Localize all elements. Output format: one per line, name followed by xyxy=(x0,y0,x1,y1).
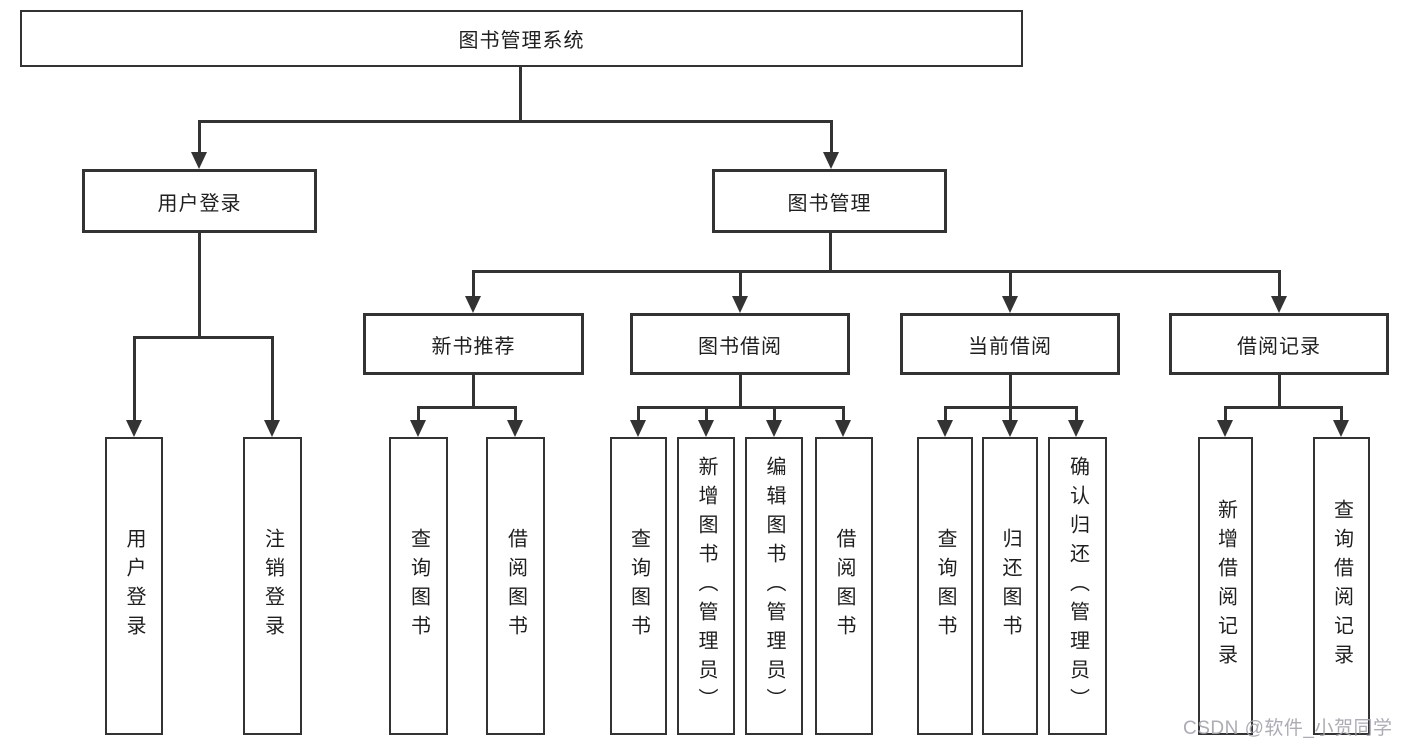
arrow-to-br-add-icon xyxy=(1217,420,1233,437)
leaf-logout-label: 注销登录 xyxy=(261,528,284,644)
leaf-bb-query-books-label: 查询图书 xyxy=(627,528,650,644)
node-current-borrow-label: 当前借阅 xyxy=(968,335,1052,358)
leaf-cb-return-books-label: 归还图书 xyxy=(999,528,1021,644)
leaf-user-login: 用户登录 xyxy=(105,437,163,735)
node-book-management-label: 图书管理 xyxy=(787,192,872,215)
connector-borrow-records-rail xyxy=(1224,406,1342,409)
connector-level2-rail xyxy=(198,120,832,123)
arrow-to-current-borrow-icon xyxy=(1002,296,1018,313)
connector-cb-leaf2-drop xyxy=(1009,406,1012,421)
leaf-user-login-label: 用户登录 xyxy=(123,528,145,644)
leaf-bb-add-books-admin-label: 新增图书（管理员） xyxy=(695,455,717,717)
connector-bb-leaf2-drop xyxy=(705,406,708,421)
arrow-to-nb-query-icon xyxy=(410,420,426,437)
leaf-bb-edit-books-admin-label: 编辑图书（管理员） xyxy=(763,455,785,717)
connector-book-mgmt-drop xyxy=(830,120,833,154)
connector-book-borrow-drop xyxy=(739,270,742,297)
arrow-to-bb-borrow-icon xyxy=(835,420,851,437)
arrow-to-new-books-icon xyxy=(465,296,481,313)
arrow-to-bb-add-icon xyxy=(698,420,714,437)
connector-bb-leaf4-drop xyxy=(842,406,845,421)
arrow-to-bb-edit-icon xyxy=(766,420,782,437)
connector-user-login-stem xyxy=(198,233,201,336)
csdn-watermark: CSDN @软件_小贺同学 xyxy=(1183,718,1393,739)
connector-level3-rail xyxy=(472,270,1281,273)
leaf-cb-query-books-label: 查询图书 xyxy=(934,528,956,644)
node-user-login-label: 用户登录 xyxy=(157,192,242,215)
node-new-books: 新书推荐 xyxy=(363,313,584,375)
connector-br-leaf1-drop xyxy=(1224,406,1227,421)
leaf-logout: 注销登录 xyxy=(243,437,302,735)
leaf-nb-query-books-label: 查询图书 xyxy=(407,528,430,644)
connector-root-stem xyxy=(519,67,522,120)
node-root-label: 图书管理系统 xyxy=(458,30,585,52)
leaf-cb-query-books: 查询图书 xyxy=(917,437,973,735)
leaf-bb-borrow-books: 借阅图书 xyxy=(815,437,873,735)
arrow-to-bb-query-icon xyxy=(630,420,646,437)
leaf-br-add-record-label: 新增借阅记录 xyxy=(1214,499,1237,673)
arrow-to-book-mgmt-icon xyxy=(823,152,839,169)
leaf-bb-edit-books-admin: 编辑图书（管理员） xyxy=(745,437,803,735)
connector-new-books-rail xyxy=(417,406,517,409)
leaf-cb-confirm-return-admin: 确认归还（管理员） xyxy=(1048,437,1107,735)
connector-nb-leaf1-drop xyxy=(417,406,420,421)
leaf-bb-borrow-books-label: 借阅图书 xyxy=(833,528,855,644)
node-book-borrow-label: 图书借阅 xyxy=(698,335,782,358)
leaf-br-query-record-label: 查询借阅记录 xyxy=(1330,499,1353,673)
arrow-to-cb-query-icon xyxy=(937,420,953,437)
connector-book-borrow-rail xyxy=(637,406,845,409)
connector-book-borrow-stem xyxy=(739,375,742,406)
connector-leaf-login-drop xyxy=(133,336,136,421)
connector-borrow-records-stem xyxy=(1278,375,1281,406)
connector-br-leaf2-drop xyxy=(1340,406,1343,421)
connector-nb-leaf2-drop xyxy=(514,406,517,421)
arrow-to-nb-borrow-icon xyxy=(507,420,523,437)
leaf-bb-query-books: 查询图书 xyxy=(610,437,667,735)
leaf-cb-confirm-return-admin-label: 确认归还（管理员） xyxy=(1066,455,1089,717)
node-book-management: 图书管理 xyxy=(712,169,947,233)
arrow-to-br-query-icon xyxy=(1333,420,1349,437)
connector-cb-leaf3-drop xyxy=(1075,406,1078,421)
arrow-to-user-login-icon xyxy=(191,152,207,169)
connector-cb-leaf1-drop xyxy=(944,406,947,421)
connector-book-mgmt-stem xyxy=(829,233,832,270)
leaf-br-query-record: 查询借阅记录 xyxy=(1313,437,1370,735)
connector-user-login-drop xyxy=(198,120,201,154)
connector-new-books-drop xyxy=(472,270,475,297)
arrow-to-borrow-records-icon xyxy=(1271,296,1287,313)
node-book-borrow: 图书借阅 xyxy=(630,313,850,375)
arrow-to-leaf-login-icon xyxy=(126,420,142,437)
leaf-br-add-record: 新增借阅记录 xyxy=(1198,437,1253,735)
leaf-nb-query-books: 查询图书 xyxy=(389,437,448,735)
arrow-to-cb-confirm-icon xyxy=(1068,420,1084,437)
arrow-to-cb-return-icon xyxy=(1002,420,1018,437)
connector-borrow-records-drop xyxy=(1278,270,1281,297)
node-borrow-records: 借阅记录 xyxy=(1169,313,1389,375)
node-root: 图书管理系统 xyxy=(20,10,1023,67)
connector-new-books-stem xyxy=(472,375,475,406)
leaf-cb-return-books: 归还图书 xyxy=(982,437,1038,735)
node-borrow-records-label: 借阅记录 xyxy=(1237,335,1321,358)
connector-leaf-logout-drop xyxy=(271,336,274,421)
connector-user-login-rail xyxy=(133,336,274,339)
arrow-to-book-borrow-icon xyxy=(732,296,748,313)
leaf-nb-borrow-books-label: 借阅图书 xyxy=(504,528,527,644)
leaf-bb-add-books-admin: 新增图书（管理员） xyxy=(677,437,735,735)
connector-current-borrow-drop xyxy=(1009,270,1012,297)
connector-current-borrow-stem xyxy=(1009,375,1012,406)
node-user-login: 用户登录 xyxy=(82,169,317,233)
arrow-to-leaf-logout-icon xyxy=(264,420,280,437)
node-new-books-label: 新书推荐 xyxy=(431,335,516,358)
node-current-borrow: 当前借阅 xyxy=(900,313,1120,375)
leaf-nb-borrow-books: 借阅图书 xyxy=(486,437,545,735)
connector-bb-leaf3-drop xyxy=(773,406,776,421)
connector-bb-leaf1-drop xyxy=(637,406,640,421)
